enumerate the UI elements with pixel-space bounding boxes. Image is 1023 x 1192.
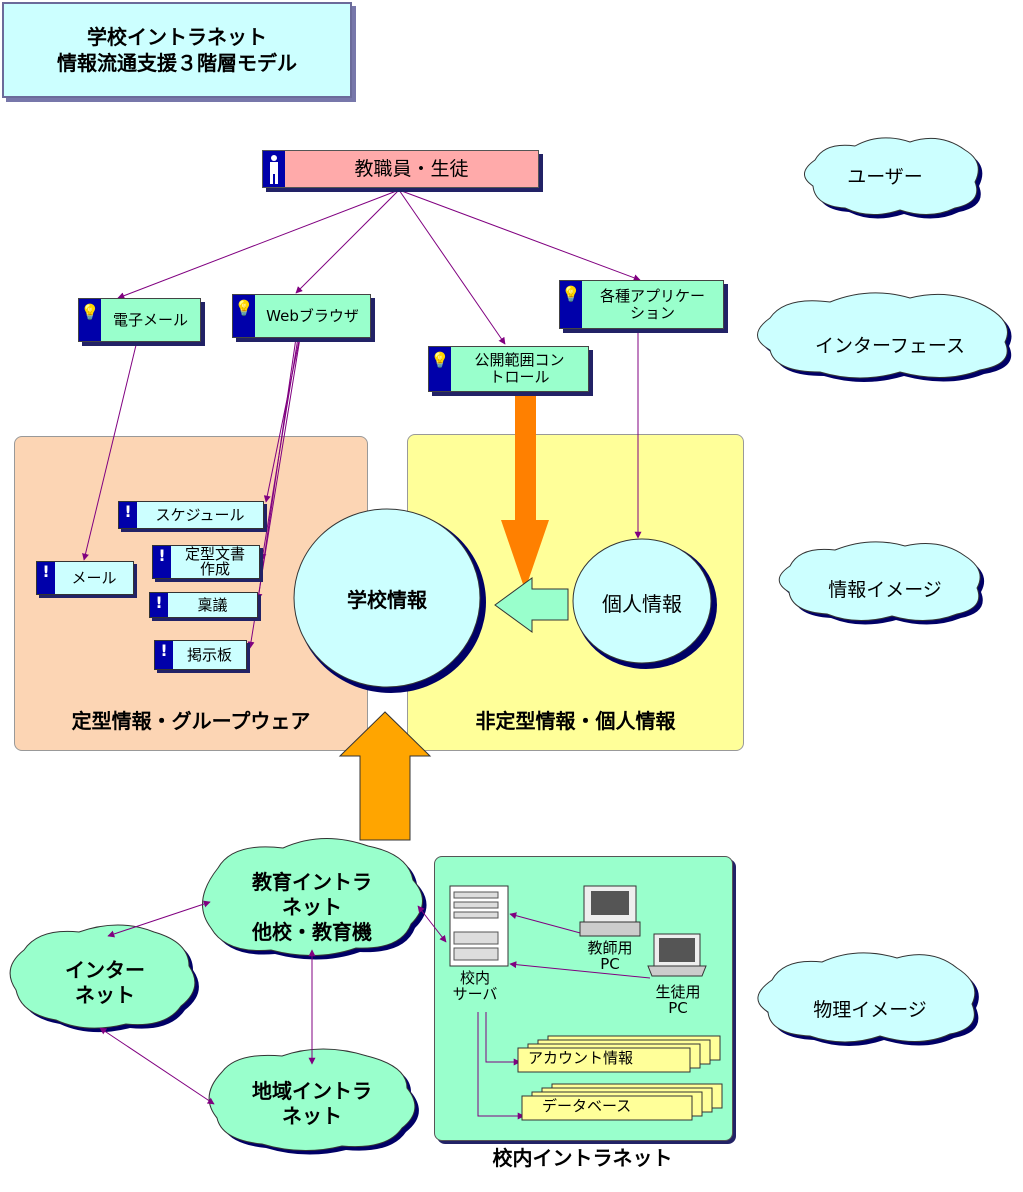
web-browser-interface[interactable]: 💡 Webブラウザ — [232, 294, 371, 338]
internet-label: インターネット — [65, 958, 145, 1007]
cloud-physical — [757, 952, 979, 1046]
server-label: 校内サーバ — [452, 969, 498, 1003]
layer-info-label: 情報イメージ — [828, 579, 942, 601]
exclamation-icon: ! — [153, 546, 171, 578]
bulletin-board-item[interactable]: ! 掲示板 — [154, 640, 247, 670]
personal-info-circle-shape — [572, 538, 717, 669]
mail-item[interactable]: ! メール — [36, 561, 134, 595]
lightbulb-icon: 💡 — [560, 281, 582, 328]
scope-down-arrow — [501, 392, 549, 590]
personal-info-label-circle: 個人情報 — [602, 592, 682, 616]
server-icon — [449, 885, 509, 967]
database-docs — [521, 1083, 723, 1121]
cloud-internet — [9, 924, 199, 1033]
schedule-label: スケジュール — [155, 505, 245, 524]
template-docs-item[interactable]: ! 定型文書作成 — [152, 545, 260, 579]
campus-intranet-label: 校内イントラネット — [492, 1146, 673, 1170]
personal-to-school-arrow — [494, 577, 569, 633]
personal-info-label: 非定型情報・個人情報 — [475, 709, 676, 733]
applications-label: 各種アプリケーション — [599, 286, 705, 322]
cloud-regional-intranet — [208, 1048, 419, 1155]
exclamation-icon: ! — [150, 593, 168, 617]
exclamation-icon: ! — [155, 641, 173, 669]
bulletin-board-label: 掲示板 — [186, 645, 232, 664]
cloud-user — [804, 137, 983, 219]
cloud-interface — [757, 292, 1012, 382]
student-pc-icon — [647, 933, 707, 977]
schedule-item[interactable]: ! スケジュール — [118, 501, 264, 529]
school-info-circle-shape — [293, 508, 486, 693]
diagram-title: 学校イントラネット 情報流通支援３階層モデル — [2, 2, 352, 98]
physical-up-arrow — [338, 711, 432, 841]
email-label: 電子メール — [112, 310, 188, 329]
groupware-label: 定型情報・グループウェア — [71, 709, 311, 733]
layer-interface-label: インターフェース — [815, 335, 965, 357]
account-info-label: アカウント情報 — [528, 1049, 634, 1067]
edu-intranet-label: 教育イントラネット他校・教育機 — [252, 870, 372, 944]
layer-user-label: ユーザー — [847, 166, 923, 188]
mail-label: メール — [71, 568, 117, 587]
cloud-info-image — [778, 541, 985, 625]
cloud-edu-intranet — [202, 838, 427, 960]
exclamation-icon: ! — [119, 502, 137, 528]
teacher-pc-icon — [579, 885, 641, 937]
lightbulb-icon: 💡 — [233, 295, 255, 337]
approval-label: 稟議 — [197, 595, 228, 614]
approval-item[interactable]: ! 稟議 — [149, 592, 258, 618]
email-interface[interactable]: 💡 電子メール — [78, 298, 201, 342]
layer-physical-label: 物理イメージ — [813, 999, 927, 1021]
lightbulb-icon: 💡 — [79, 299, 101, 341]
lightbulb-icon: 💡 — [429, 347, 451, 391]
template-docs-label: 定型文書作成 — [184, 545, 245, 578]
regional-intranet-label: 地域イントラネット — [252, 1079, 372, 1128]
title-line-1: 学校イントラネット — [87, 25, 267, 49]
exclamation-icon: ! — [37, 562, 55, 594]
web-browser-label: Webブラウザ — [266, 306, 359, 325]
user-node[interactable]: 教職員・生徒 — [262, 150, 539, 188]
scope-control-interface[interactable]: 💡 公開範囲コントロール — [428, 346, 589, 392]
school-info-label: 学校情報 — [347, 588, 427, 612]
scope-control-label: 公開範囲コントロール — [474, 351, 565, 386]
user-label: 教職員・生徒 — [354, 158, 469, 180]
title-line-2: 情報流通支援３階層モデル — [57, 51, 297, 75]
applications-interface[interactable]: 💡 各種アプリケーション — [559, 280, 724, 329]
database-label: データベース — [542, 1097, 632, 1115]
account-info-docs — [517, 1035, 721, 1073]
person-icon — [263, 151, 285, 187]
